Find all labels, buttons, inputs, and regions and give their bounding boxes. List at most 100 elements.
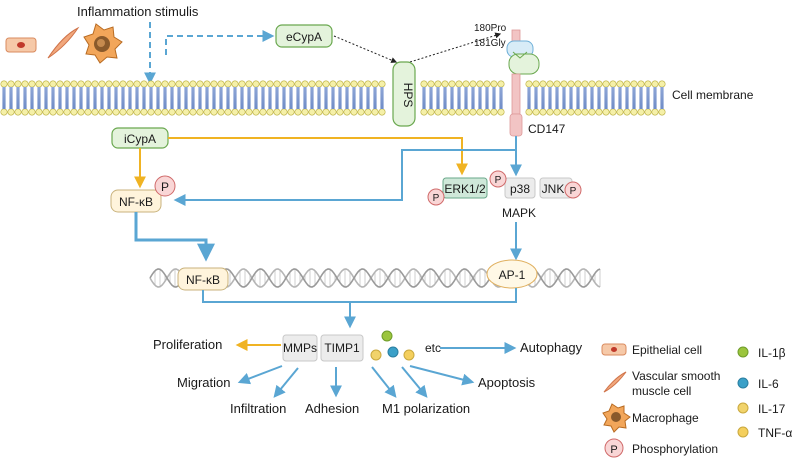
legend-il1b-dot (737, 346, 749, 358)
lipid-head (7, 80, 15, 88)
lipid-head (238, 108, 246, 116)
lipid-head (77, 80, 85, 88)
lipid-tail (191, 87, 195, 109)
lipid-tail (135, 87, 139, 109)
lipid-head (224, 108, 232, 116)
lipid-tail (261, 87, 265, 109)
lipid-tail (632, 87, 636, 109)
nfkb-dna-label: NF-κB (186, 273, 220, 287)
lipid-head (476, 108, 484, 116)
lipid-tail (156, 87, 160, 109)
icypa-to-erk-arrow (168, 137, 468, 176)
lipid-tail (310, 87, 314, 109)
lipid-head (560, 108, 568, 116)
ap1-label: AP-1 (499, 268, 526, 282)
lipid-tail (639, 87, 643, 109)
macrophage-icon (83, 23, 123, 64)
lipid-head (42, 108, 50, 116)
lipid-tail (275, 87, 279, 109)
lipid-head (28, 80, 36, 88)
lipid-head (357, 80, 365, 88)
lipid-head (112, 108, 120, 116)
lipid-head (441, 80, 449, 88)
hps-receptor: HPS (392, 61, 416, 127)
lipid-head (217, 108, 225, 116)
gly181-label: 181Gly (474, 38, 506, 49)
lipid-head (203, 108, 211, 116)
lipid-head (581, 108, 589, 116)
lipid-head (644, 108, 652, 116)
lipid-head (546, 80, 554, 88)
lipid-tail (338, 87, 342, 109)
lipid-head (308, 108, 316, 116)
lipid-head (140, 108, 148, 116)
lipid-tail (660, 87, 664, 109)
lipid-head (126, 108, 134, 116)
lipid-head (434, 80, 442, 88)
lipid-head (630, 80, 638, 88)
lipid-tail (324, 87, 328, 109)
lipid-tail (548, 87, 552, 109)
lipid-head (329, 80, 337, 88)
lipid-head (581, 80, 589, 88)
legend-phosphorylation-icon: P (604, 438, 624, 458)
lipid-head (266, 80, 274, 88)
icypa-box: iCypA (111, 127, 169, 149)
lipid-head (112, 80, 120, 88)
lipid-head (357, 108, 365, 116)
lipid-tail (534, 87, 538, 109)
lipid-head (77, 108, 85, 116)
mmps-label: MMPs (283, 341, 317, 355)
lipid-tail (359, 87, 363, 109)
lipid-head (315, 108, 323, 116)
lipid-head (455, 80, 463, 88)
lipid-head (0, 80, 8, 88)
transcription-bracket (202, 288, 517, 303)
lipid-head (462, 80, 470, 88)
lipid-head (259, 108, 267, 116)
lipid-tail (485, 87, 489, 109)
lipid-tail (422, 87, 426, 109)
lipid-head (553, 80, 561, 88)
lipid-head (532, 80, 540, 88)
legend-tnfa-label: TNF-α (758, 426, 792, 440)
lipid-tail (149, 87, 153, 109)
lipid-tail (471, 87, 475, 109)
m1-polarization-arrow (371, 366, 397, 398)
lipid-tail (121, 87, 125, 109)
legend-tnfa-dot (737, 426, 749, 438)
epithelial-cell-icon (5, 37, 37, 53)
lipid-tail (254, 87, 258, 109)
lipid-head (98, 108, 106, 116)
lipid-head (343, 108, 351, 116)
lipid-head (616, 108, 624, 116)
lipid-head (637, 108, 645, 116)
lipid-head (637, 80, 645, 88)
nfkb-phospho-label: P (161, 180, 169, 194)
lipid-head (14, 108, 22, 116)
lipid-head (140, 80, 148, 88)
legend-vascular-label-1: Vascular smooth (632, 369, 720, 383)
lipid-head (588, 108, 596, 116)
lipid-tail (296, 87, 300, 109)
lipid-head (322, 80, 330, 88)
lipid-head (49, 80, 57, 88)
lipid-head (483, 80, 491, 88)
lipid-head (28, 108, 36, 116)
lipid-tail (576, 87, 580, 109)
lipid-head (119, 80, 127, 88)
lipid-head (168, 108, 176, 116)
lipid-head (616, 80, 624, 88)
lipid-head (133, 108, 141, 116)
legend-epithelial-label: Epithelial cell (632, 343, 702, 357)
lipid-head (147, 108, 155, 116)
lipid-head (210, 80, 218, 88)
erk-box: ERK1/2 P (427, 177, 488, 206)
lipid-tail (268, 87, 272, 109)
lipid-head (301, 108, 309, 116)
lipid-head (434, 108, 442, 116)
legend-p-label: P (610, 444, 617, 456)
legend-epithelial-icon (601, 343, 627, 356)
lipid-head (490, 80, 498, 88)
apoptosis-label: Apoptosis (478, 375, 536, 390)
